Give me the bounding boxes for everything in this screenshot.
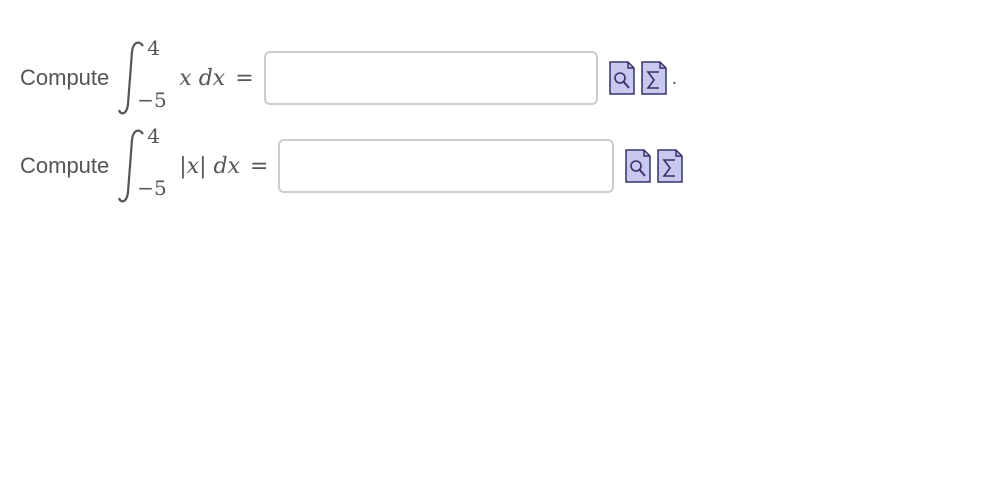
problem-1: Compute 4 −5 x dx = . — [20, 36, 678, 118]
integrand-variable: x — [186, 153, 200, 179]
tool-icons-2 — [624, 148, 684, 184]
upper-limit: 4 — [147, 36, 161, 60]
magnifier-page-icon[interactable] — [624, 148, 652, 184]
abs-close: | — [199, 153, 207, 179]
sigma-page-icon[interactable] — [640, 60, 668, 96]
compute-label: Compute — [20, 65, 110, 90]
integral-expression: 4 −5 — [117, 124, 179, 206]
integral-sign — [118, 41, 145, 115]
differential: dx — [213, 153, 241, 179]
integrand: x dx — [179, 66, 225, 91]
differential: dx — [198, 65, 226, 91]
integrand-variable: x — [179, 65, 192, 91]
lower-limit: −5 — [137, 88, 167, 112]
trailing-period: . — [671, 66, 678, 89]
answer-input-1[interactable] — [263, 51, 598, 105]
sigma-page-icon[interactable] — [656, 148, 684, 184]
upper-limit: 4 — [147, 124, 161, 148]
lower-limit: −5 — [137, 176, 167, 200]
magnifier-page-icon[interactable] — [608, 60, 636, 96]
abs-open: | — [179, 153, 187, 179]
integrand: |x| dx — [179, 154, 240, 179]
problem-2: Compute 4 −5 |x| dx = — [20, 124, 684, 206]
integral-sign — [118, 129, 145, 203]
answer-input-2[interactable] — [278, 139, 615, 193]
integral-expression: 4 −5 — [117, 36, 179, 118]
compute-label: Compute — [20, 153, 110, 178]
equals-sign: = — [235, 65, 254, 91]
equals-sign: = — [250, 153, 269, 179]
tool-icons-1 — [608, 60, 668, 96]
